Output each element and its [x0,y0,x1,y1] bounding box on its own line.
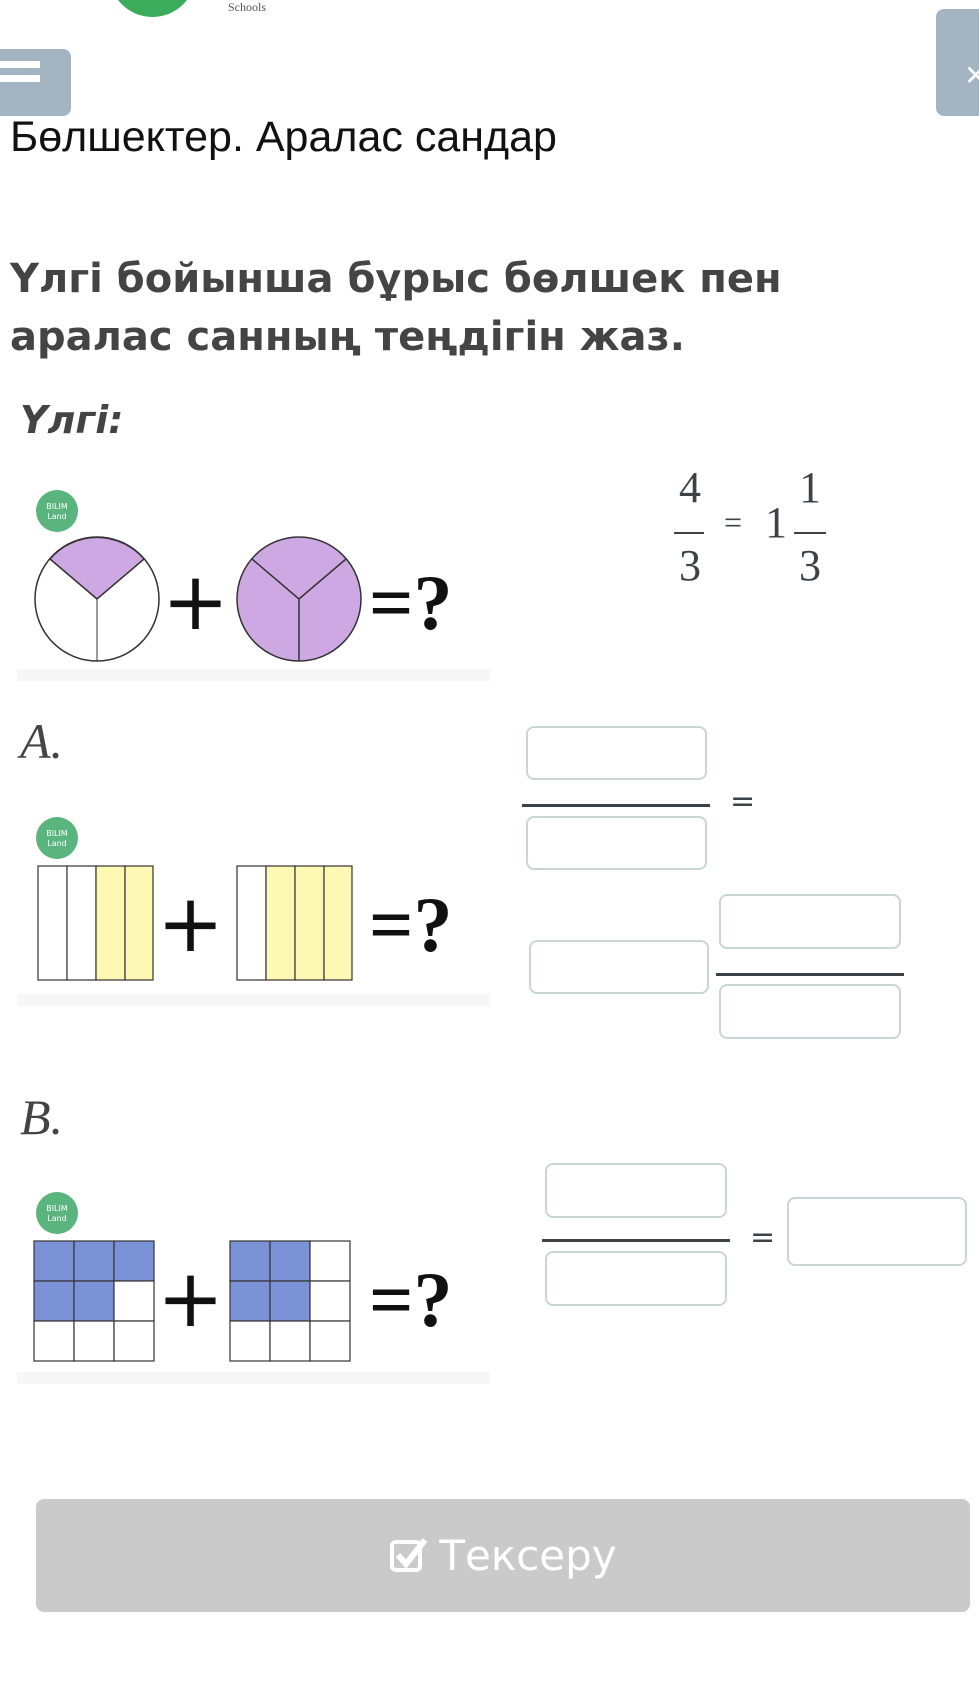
svg-text:+: + [157,1252,224,1345]
svg-text:+: + [157,877,224,970]
equals-question: =? [369,559,452,646]
page-title: Бөлшектер. Аралас сандар [10,113,557,161]
hamburger-icon-line [0,75,40,82]
badge-text: Land [47,512,67,521]
close-button[interactable]: ✕ [936,9,979,116]
svg-text:=?: =? [369,1256,452,1343]
logo [109,0,196,17]
logo-text: Schools [228,0,267,14]
badge-text: BILIM [46,502,68,511]
task-a-equals: = [730,784,756,819]
mixed-denominator: 3 [799,541,821,590]
strip-two-quarters [37,865,154,981]
denominator: 3 [679,541,701,590]
circle-full [236,536,362,662]
numerator: 4 [679,463,701,512]
sample-label: Үлгі: [20,398,124,442]
equals: = [724,504,743,540]
task-a-whole-input[interactable] [529,940,709,994]
whole: 1 [765,498,787,547]
task-b-label: B. [20,1089,64,1145]
check-button-label: Тексеру [439,1531,617,1580]
svg-text:Land: Land [47,839,67,848]
task-a-label: A. [20,713,64,769]
circle-one-third [34,536,160,662]
task-a-mixed-numerator-input[interactable] [719,894,901,949]
task-b-equals: = [750,1220,776,1255]
close-icon: ✕ [964,59,979,92]
bilim-land-badge: BILIM Land [36,1192,78,1234]
svg-text:=?: =? [369,881,452,968]
sample-figure: BILIM Land + =? [17,490,490,681]
svg-text:BILIM: BILIM [46,829,68,838]
grid-four-ninths [229,1240,351,1362]
svg-text:BILIM: BILIM [46,1204,68,1213]
check-button[interactable]: Тексеру [36,1499,970,1612]
task-b-numerator-input[interactable] [545,1163,727,1218]
bilim-land-badge: BILIM Land [36,490,78,532]
task-b-figure: BILIM Land + =? [17,1192,490,1384]
question-text: Үлгі бойынша бұрыс бөлшек пен аралас сан… [10,256,782,360]
mixed-numerator: 1 [799,463,821,512]
bilim-land-badge: BILIM Land [36,817,78,859]
task-a-mixed-denominator-input[interactable] [719,984,901,1039]
svg-text:Land: Land [47,1214,67,1223]
task-a-numerator-input[interactable] [526,726,707,780]
menu-button[interactable] [0,49,71,116]
grid-five-ninths [33,1240,155,1362]
strip-three-quarters [236,865,353,981]
check-square-icon [390,1537,428,1572]
task-b-answer-input[interactable] [787,1197,967,1266]
plus-sign: + [162,555,229,648]
hamburger-icon [0,61,40,68]
task-a-figure: BILIM Land + =? [17,817,490,1006]
task-b-denominator-input[interactable] [545,1251,727,1306]
task-a-denominator-input[interactable] [526,816,707,870]
